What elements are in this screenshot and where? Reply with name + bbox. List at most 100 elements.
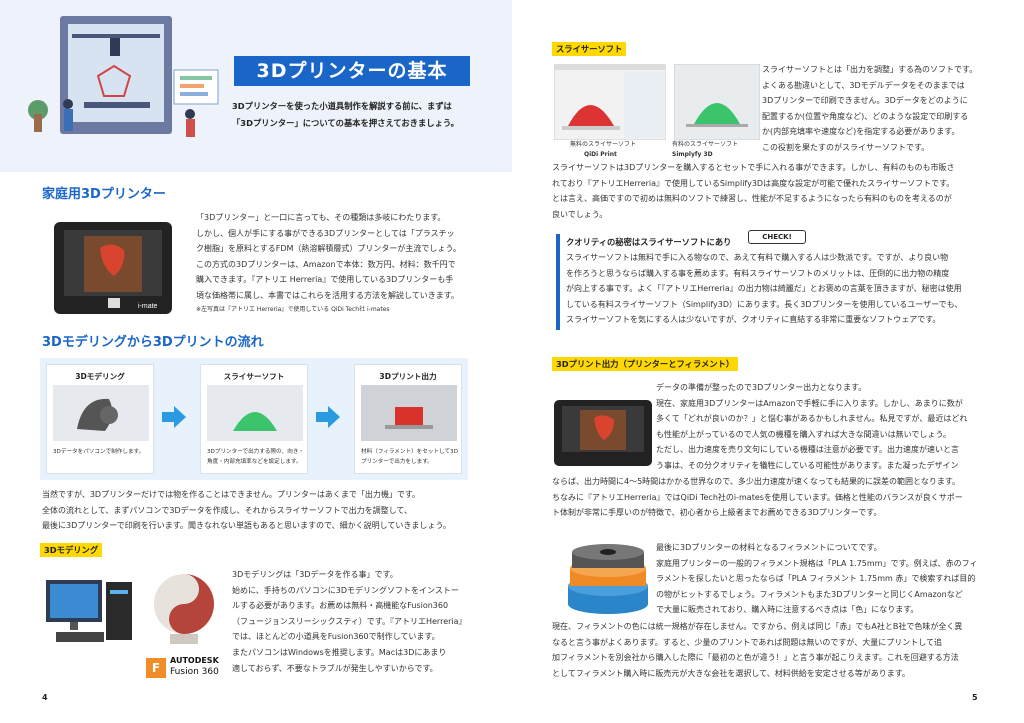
- body-line: スライサーソフトは無料で手に入る物なので、あえて有料で購入する人は少数派です。で…: [566, 253, 949, 262]
- body-line: データの準備が整ったので3Dプリンター出力となります。: [656, 383, 867, 392]
- body-line: ならば、出力時間に4～5時間はかかる世界なので、多少出力速度が速くなっても結果的…: [552, 477, 961, 486]
- body-line: 適しておらず、不要なトラブルが発生しやすいからです。: [232, 663, 438, 673]
- body-line: 良いでしょう。: [552, 209, 608, 219]
- flow-card-title: スライサーソフト: [223, 372, 285, 381]
- computer-illustration: [46, 580, 132, 642]
- autodesk-label: AUTODESK: [170, 656, 219, 665]
- printer-photo: i-mate: [54, 222, 172, 314]
- body-line: スライサーソフトとは「出力を調整」する為のソフトです。: [762, 65, 978, 74]
- body-line: か(内部充填率や速度など)を指定する必要があります。: [762, 127, 960, 137]
- body-line: 当然ですが、3Dプリンターだけでは物を作ることはできません。プリンターはあくまで…: [42, 490, 421, 499]
- body-line: 多くて「どれが良いのか？」と悩む事があるかもしれません。私見ですが、最近はどれ: [656, 414, 968, 424]
- body-line: の物がヒットするでしょう。フィラメントもまた3Dプリンターと同じくAmazonな…: [656, 589, 963, 599]
- flow-card-title: 3Dモデリング: [75, 372, 125, 381]
- filament-text: 最後に3Dプリンターの材料となるフィラメントについてです。 家庭用プリンターの一…: [656, 540, 1022, 618]
- modeling-screenshot: [53, 385, 149, 441]
- page-number: 5: [972, 693, 978, 702]
- body-line: ク樹脂」を原料とするFDM（熱溶解積層式）プリンターが主流でしょう。: [196, 244, 461, 254]
- body-line: スライサーソフトは3Dプリンターを購入するとセットで手に入れる事ができます。しか…: [552, 163, 955, 172]
- body-line: 全体の流れとして、まずパソコンで3Dデータを作成し、それからスライサーソフトで出…: [42, 505, 412, 515]
- body-line: しかし、個人が手にする事ができる3Dプリンターとしては「プラスチッ: [196, 228, 455, 238]
- home-printer-heading: 家庭用3Dプリンター: [42, 187, 166, 202]
- home-printer-text: 「3Dプリンター」と一口に言っても、その種類は多岐にわたります。 しかし、個人が…: [196, 210, 496, 316]
- body-line: う事は、その分クオリティを犠牲にしている可能性があります。また凝ったデザイン: [656, 460, 959, 470]
- intro-text: 3Dプリンターを使った小道具制作を解説する前に、まずは 「3Dプリンター」につい…: [232, 98, 502, 132]
- body-line: よくある勘違いとして、3Dモデルデータをそのままでは: [762, 80, 965, 90]
- filament-text-full: 現在、フィラメントの色には統一規格が存在しません。ですから、例えば同じ「赤」でも…: [552, 619, 1022, 681]
- body-line: で大量に販売されており、購入時に注意するべき点は「色」になります。: [656, 605, 919, 615]
- printer-brand-label: i-mate: [138, 303, 158, 310]
- body-line: 3Dプリンターで印刷できません。3Dデータをどのように: [762, 96, 968, 106]
- body-line: ラメントを探したいと思ったならば「PLA フィラメント 1.75mm 赤」で検索…: [656, 574, 976, 584]
- flow-card-slicer: スライサーソフト 3Dプリンターで出力する際の、向き・角度・内部充填率などを設定…: [200, 364, 308, 474]
- body-line: ルする必要があります。お薦めは無料・高機能なFusion360: [232, 601, 449, 611]
- flow-heading: 3Dモデリングから3Dプリントの流れ: [42, 335, 264, 350]
- page-number: 4: [42, 693, 48, 702]
- body-line: している有料スライサーソフト（Simplify3D）にあります。長く3Dプリンタ…: [566, 299, 963, 309]
- qidi-print-screenshot: [554, 64, 666, 140]
- body-line: 頃な価格帯に属し、本書ではこれらを活用する方法を解説していきます。: [196, 290, 459, 300]
- body-line: としてフィラメント購入時に販売元が大きな会社を選択して、材料供給を安定させる等が…: [552, 668, 910, 678]
- body-line: ト体制が非常に手厚いのが特徴で、初心者から上級者までお薦めできる3Dプリンターで…: [552, 508, 882, 518]
- fusion360-logo: F AUTODESK Fusion 360: [146, 656, 236, 682]
- left-page: 3Dプリンターの基本 3Dプリンターを使った小道具制作を解説する前に、まずは 「…: [0, 0, 512, 702]
- body-line: （フュージョンスリーシックスティ）です。『アトリエHerreria』: [232, 616, 467, 626]
- caption-line: 無料のスライサーソフト: [570, 141, 637, 148]
- caption-free: 無料のスライサーソフト QiDi Print: [570, 140, 636, 160]
- body-line: 「3Dプリンター」と一口に言っても、その種類は多岐にわたります。: [196, 213, 446, 222]
- body-line: 配置するか(位置や角度など)、どのような設定で印刷する: [762, 111, 969, 121]
- printer-photo-small: [554, 400, 652, 466]
- body-line: この方式の3Dプリンターは、Amazonで本体：数万円、材料：数千円で: [196, 259, 456, 269]
- fusion-label: Fusion 360: [170, 667, 219, 677]
- check-heading: クオリティの秘密はスライサーソフトにあり: [566, 237, 732, 247]
- arrow-right-icon: [316, 406, 340, 428]
- print-text-full: ならば、出力時間に4～5時間はかかる世界なので、多少出力速度が速くなっても結果的…: [552, 474, 1022, 521]
- print-text: データの準備が整ったので3Dプリンター出力となります。 現在、家庭用3Dプリンタ…: [656, 380, 1022, 474]
- arrow-right-icon: [162, 406, 186, 428]
- intro-line: 3Dプリンターを使った小道具制作を解説する前に、まずは: [232, 101, 452, 111]
- caption-line: QiDi Print: [584, 151, 617, 158]
- body-line: も性能が上がっているので人気の機種を購入すれば大きな間違いは無いでしょう。: [656, 429, 951, 439]
- hero-banner: 3Dプリンターの基本 3Dプリンターを使った小道具制作を解説する前に、まずは 「…: [0, 0, 512, 172]
- intro-line: 「3Dプリンター」についての基本を押さえておきましょう。: [232, 118, 459, 128]
- filament-spools-illustration: [568, 544, 648, 614]
- body-line: 加フィラメントを別会社から購入した際に「最初のと色が違う！」と言う事が起こりえま…: [552, 653, 959, 663]
- body-line: 最後に3Dプリンターで印刷を行います。聞きなれない単語もあると思いますので、細か…: [42, 521, 451, 531]
- body-line: スライサーソフトを気にする人は少ないですが、クオリティに直結する非常に重要なソフ…: [566, 315, 941, 325]
- body-line: 家庭用プリンターの一般的フィラメント規格は「PLA 1.75mm」です。例えば、…: [656, 558, 978, 568]
- page-title: 3Dプリンターの基本: [234, 56, 470, 86]
- body-line: この役割を果たすのがスライサーソフトです。: [762, 142, 930, 152]
- slicer-screenshot: [207, 385, 303, 441]
- print-tag: 3Dプリント出力（プリンターとフィラメント）: [552, 357, 739, 371]
- body-line: なると言う事がよくあります。すると、少量のプリントであれば問題は無いのですが、大…: [552, 637, 942, 647]
- caption-paid: 有料のスライサーソフト Simplyfy 3D: [672, 140, 738, 160]
- body-line: とは言え、高価ですので初めは無料のソフトで練習し、性能が不足するようになったら有…: [552, 194, 952, 204]
- flow-card-desc: 3Dプリンターで出力する際の、向き・角度・内部充填率などを設定します。: [207, 449, 305, 465]
- slicer-tag: スライサーソフト: [552, 42, 627, 56]
- caption-line: 有料のスライサーソフト: [672, 141, 739, 148]
- slicer-side-text: スライサーソフトとは「出力を調整」する為のソフトです。 よくある勘違いとして、3…: [762, 62, 1022, 156]
- fusion-f-icon: F: [146, 658, 166, 678]
- slicer-text: スライサーソフトは3Dプリンターを購入するとセットで手に入れる事ができます。しか…: [552, 160, 1014, 222]
- body-line: が向上する事です。よく「『アトリエHerreria』の出力物は綺麗だ」とお褒めの…: [566, 284, 962, 294]
- simplify3d-screenshot: [674, 64, 760, 140]
- flow-panel: 3Dモデリング 3Dデータをパソコンで制作します。 スライサーソフト 3Dプリン…: [40, 358, 468, 480]
- body-line: またパソコンはWindowsを推奨します。Macは3Dにあまり: [232, 647, 447, 657]
- body-line: 購入できます。『アトリエ Herreria』で使用している3Dプリンターも手: [196, 275, 454, 285]
- flow-card-modeling: 3Dモデリング 3Dデータをパソコンで制作します。: [46, 364, 154, 474]
- modeling-text: 3Dモデリングは「3Dデータを作る事」です。 始めに、手持ちのパソコンに3Dモデ…: [232, 567, 502, 676]
- flow-card-desc: 3Dデータをパソコンで制作します。: [53, 449, 145, 455]
- body-line: では、ほとんどの小道具をFusion360で制作しています。: [232, 632, 440, 642]
- body-line: ただし、出力速度を売り文句にしている機種は注意が必要です。出力速度が速いと言: [656, 445, 959, 455]
- photo-note: ※左写真は『アトリエ Herreria』で使用している QiDi Tech社 i…: [196, 305, 390, 313]
- flow-text: 当然ですが、3Dプリンターだけでは物を作ることはできません。プリンターはあくまで…: [42, 487, 502, 534]
- right-page: スライサーソフト 無料のスライサーソフト QiDi Print 有料のスライサー…: [512, 0, 1024, 723]
- flow-card-desc: 材料（フィラメント）をセットして3Dプリンターで出力をします。: [361, 449, 458, 465]
- caption-line: Simplyfy 3D: [672, 151, 713, 158]
- check-badge: CHECK!: [748, 230, 806, 244]
- flow-card-title: 3Dプリント出力: [379, 372, 437, 381]
- body-line: 始めに、手持ちのパソコンに3Dモデリングソフトをインストー: [232, 585, 459, 595]
- check-text: スライサーソフトは無料で手に入る物なので、あえて有料で購入する人は少数派です。で…: [566, 250, 1018, 328]
- body-line: 最後に3Dプリンターの材料となるフィラメントについてです。: [656, 543, 882, 552]
- model-illustration: [154, 574, 214, 644]
